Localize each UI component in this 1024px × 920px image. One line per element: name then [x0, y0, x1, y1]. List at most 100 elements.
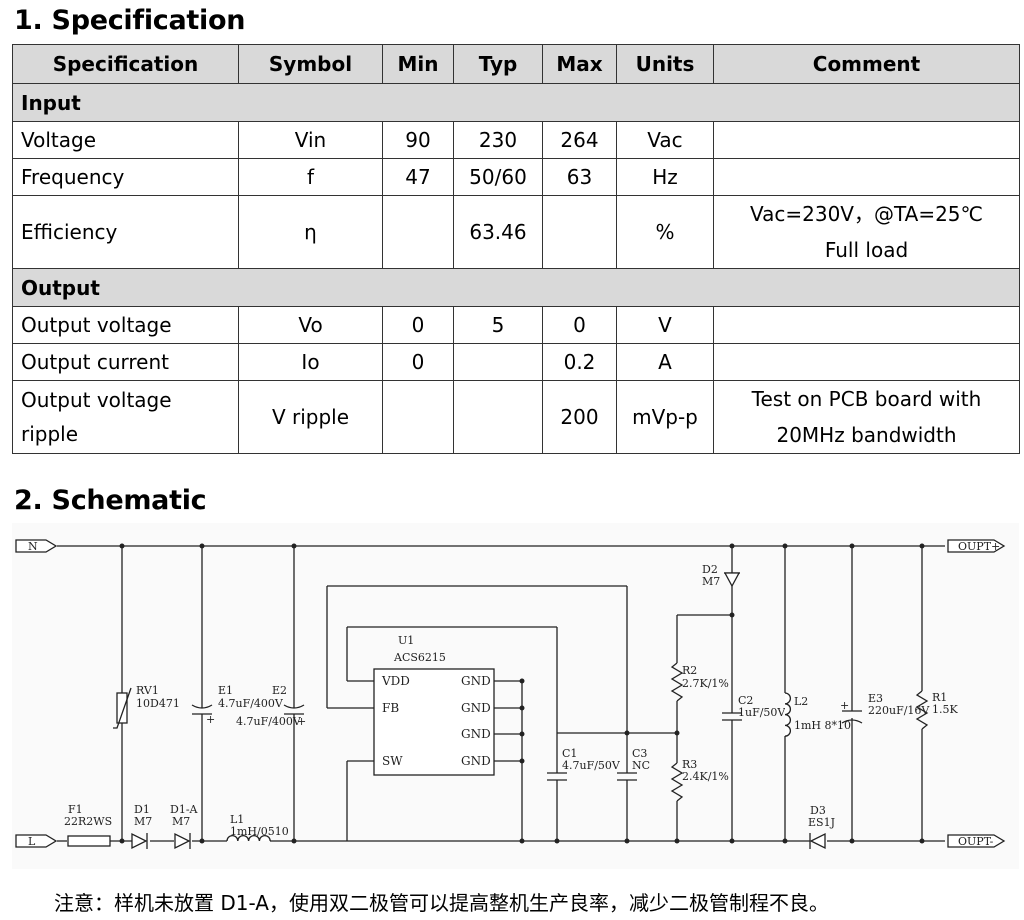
port-out-neg: OUPT- [947, 834, 1006, 848]
column-header: Symbol [238, 44, 383, 84]
specification-table: Specification Symbol Min Typ Max Units C… [12, 44, 1020, 454]
symbol-cell: f [238, 158, 383, 196]
min-cell [382, 380, 454, 454]
footnote-text: 注意：样机未放置 D1-A，使用双二极管可以提高整机生产良率，减少二极管制程不良… [54, 891, 829, 915]
symbol-cell: Vin [238, 121, 383, 159]
svg-text:1mH 8*10: 1mH 8*10 [794, 719, 851, 732]
typ-cell [453, 380, 543, 454]
svg-text:10D471: 10D471 [136, 697, 180, 710]
svg-text:E1: E1 [218, 684, 233, 697]
table-row: Frequency f 47 50/60 63 Hz [12, 158, 1020, 196]
spec-cell: Frequency [12, 158, 239, 196]
symbol-cell: Io [238, 343, 383, 381]
table-row: Voltage Vin 90 230 264 Vac [12, 121, 1020, 159]
svg-text:M7: M7 [702, 575, 720, 588]
diode-d1: D1 M7 [131, 803, 152, 850]
section-title: Input [12, 83, 1020, 122]
svg-text:GND: GND [461, 701, 491, 715]
section-heading-schematic: 2. Schematic [14, 485, 207, 516]
svg-text:D2: D2 [702, 563, 718, 576]
svg-text:ACS6215: ACS6215 [393, 651, 446, 664]
svg-text:GND: GND [461, 727, 491, 741]
section-row-output: Output [12, 268, 1020, 307]
capacitor-e3: + E3 220uF/16V [840, 546, 930, 841]
svg-text:D3: D3 [810, 804, 826, 817]
diode-d1a: D1-A M7 [170, 803, 199, 850]
port-out-pos-label: OUPT+ [958, 540, 1000, 553]
column-header: Typ [453, 44, 543, 84]
diode-d2: D2 M7 [702, 546, 741, 713]
comment-line: 20MHz bandwidth [776, 423, 957, 447]
svg-text:+: + [297, 715, 306, 728]
svg-text:D1-A: D1-A [170, 803, 199, 816]
units-cell: V [616, 306, 714, 344]
diode-d3: D3 ES1J [808, 804, 835, 850]
min-cell [382, 195, 454, 269]
column-header: Max [542, 44, 617, 84]
svg-text:L1: L1 [230, 813, 244, 826]
comment-cell [713, 343, 1020, 381]
min-cell: 47 [382, 158, 454, 196]
max-cell: 63 [542, 158, 617, 196]
svg-text:GND: GND [461, 674, 491, 688]
table-header-row: Specification Symbol Min Typ Max Units C… [12, 44, 1020, 84]
ic-u1: U1 ACS6215 VDD FB SW GND GND GND GND [373, 634, 495, 776]
units-cell: % [616, 195, 714, 269]
junction-dots [119, 543, 925, 844]
port-n: N [15, 539, 58, 553]
svg-text:E2: E2 [272, 684, 287, 697]
port-out-neg-label: OUPT- [958, 835, 994, 848]
spec-cell: Output voltage [12, 306, 239, 344]
svg-text:4.7uF/400V: 4.7uF/400V [218, 697, 284, 710]
comment-line: Full load [824, 238, 909, 262]
units-cell: mVp-p [616, 380, 714, 454]
section-row-input: Input [12, 83, 1020, 122]
svg-text:1uF/50V: 1uF/50V [738, 706, 786, 719]
column-header: Comment [713, 44, 1020, 84]
svg-text:R1: R1 [932, 691, 947, 704]
svg-text:FB: FB [382, 701, 399, 715]
svg-text:22R2WS: 22R2WS [64, 815, 112, 828]
comment-line: Vac=230V，@TA=25℃ [749, 202, 983, 226]
svg-text:R2: R2 [682, 664, 697, 677]
max-cell: 0 [542, 306, 617, 344]
comment-cell: Vac=230V，@TA=25℃ Full load [713, 195, 1020, 269]
typ-cell: 50/60 [453, 158, 543, 196]
svg-text:R3: R3 [682, 758, 697, 771]
symbol-cell: Vo [238, 306, 383, 344]
schematic-diagram: N L OUPT+ OUPT- F1 22R2WS D1 M7 D1-A M7 … [12, 523, 1019, 869]
typ-cell [453, 343, 543, 381]
max-cell [542, 195, 617, 269]
typ-cell: 230 [453, 121, 543, 159]
max-cell: 200 [542, 380, 617, 454]
resistor-r1: R1 1.5K [915, 546, 958, 841]
svg-text:M7: M7 [134, 815, 152, 828]
svg-text:ES1J: ES1J [808, 816, 835, 829]
capacitor-e2: + E2 4.7uF/400V [236, 546, 306, 841]
svg-text:M7: M7 [172, 815, 190, 828]
capacitor-e1: + E1 4.7uF/400V [191, 546, 284, 841]
capacitor-c1: C1 4.7uF/50V [547, 733, 621, 841]
svg-text:4.7uF/50V: 4.7uF/50V [562, 759, 621, 772]
symbol-cell: η [238, 195, 383, 269]
port-l-label: L [28, 835, 36, 848]
min-cell: 0 [382, 343, 454, 381]
resistor-r2: R2 2.7K/1% [670, 662, 729, 702]
svg-text:VDD: VDD [381, 674, 410, 688]
spec-cell: Output voltage ripple [12, 380, 239, 454]
section-heading-specification: 1. Specification [14, 5, 246, 36]
inductor-l1: L1 1mH/0510 [226, 813, 289, 842]
table-row: Output current Io 0 0.2 A [12, 343, 1020, 381]
column-header: Specification [12, 44, 239, 84]
svg-text:220uF/16V: 220uF/16V [868, 704, 930, 717]
spec-cell: Output current [12, 343, 239, 381]
varistor-rv1: RV1 10D471 [113, 546, 180, 841]
svg-text:L2: L2 [794, 695, 808, 708]
units-cell: Vac [616, 121, 714, 159]
comment-cell [713, 121, 1020, 159]
svg-text:RV1: RV1 [136, 684, 159, 697]
inductor-l2: L2 1mH 8*10 [784, 546, 851, 841]
max-cell: 264 [542, 121, 617, 159]
comment-line: Test on PCB board with [751, 387, 982, 411]
svg-text:+: + [206, 713, 215, 726]
